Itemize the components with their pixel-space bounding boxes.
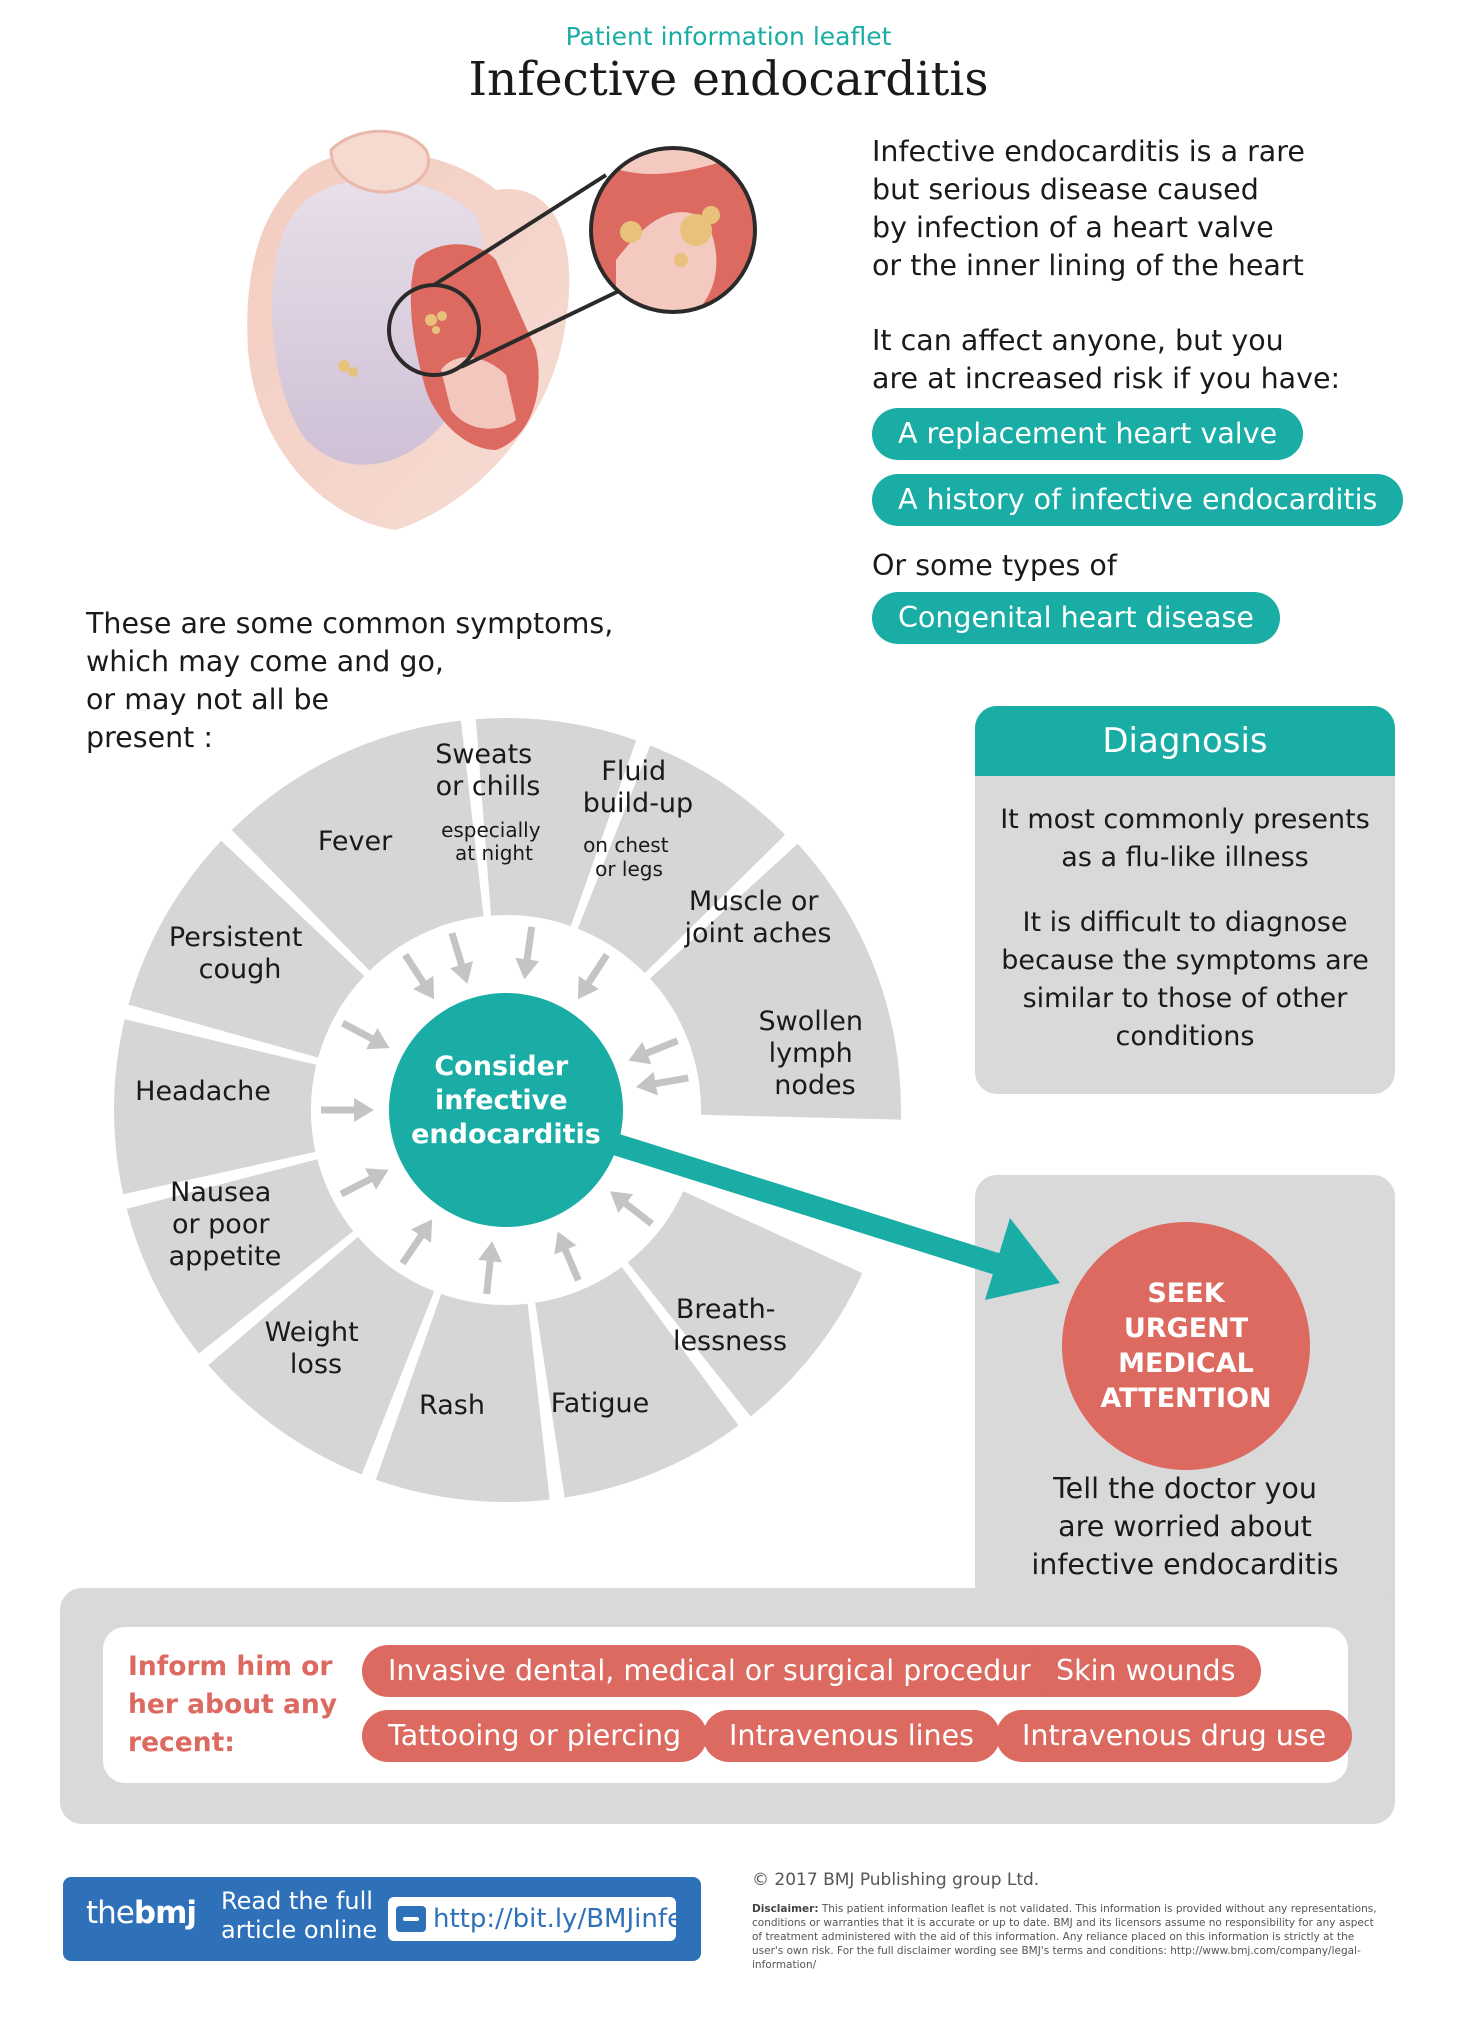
or-some-types-text: Or some types of: [872, 549, 1117, 582]
article-url[interactable]: http://bit.ly/BMJinfen: [433, 1904, 700, 1934]
inform-pill-skin-wounds: Skin wounds: [1030, 1645, 1262, 1697]
disclaimer-text: Disclaimer: This patient information lea…: [752, 1903, 1377, 1971]
copyright-text: © 2017 BMJ Publishing group Ltd.: [752, 1870, 1040, 1890]
urgent-line: ATTENTION: [1100, 1383, 1272, 1414]
symptoms-intro: These are some common symptoms, which ma…: [86, 605, 613, 757]
diagnosis-box: Diagnosis It most commonly presents as a…: [975, 706, 1395, 1094]
diagnosis-title: Diagnosis: [975, 706, 1395, 776]
segment-cough: [128, 840, 365, 1058]
segment-muscle: [577, 745, 786, 974]
intro-line: Infective endocarditis is a rare: [872, 135, 1305, 168]
arrow-icon: [365, 1168, 389, 1190]
arrow-icon: [554, 1231, 577, 1255]
heart-illustration: [247, 129, 757, 530]
intro-line: or the inner lining of the heart: [872, 249, 1304, 282]
leaflet-label: Patient information leaflet: [565, 22, 892, 51]
urgent-line: URGENT: [1123, 1313, 1249, 1344]
link-icon: [396, 1906, 426, 1932]
symptom-fever: Fever: [318, 826, 393, 857]
segment-swollen: [650, 843, 902, 1120]
arrow-icon: [610, 1191, 634, 1213]
inform-pill-iv-drug-use: Intravenous drug use: [996, 1710, 1353, 1762]
symptom-rash: Rash: [419, 1390, 485, 1421]
segment-weight-loss: [208, 1236, 435, 1475]
tell-doctor-text: Tell the doctor you are worried about in…: [1031, 1472, 1339, 1581]
symptom-sweats: Sweats or chills: [435, 739, 541, 802]
risk-line: are at increased risk if you have:: [872, 362, 1341, 395]
arrow-icon: [366, 1028, 390, 1050]
arrow-icon: [354, 1098, 374, 1122]
inform-label: Inform him or her about any recent:: [128, 1651, 337, 1758]
arrow-icon: [577, 976, 599, 1000]
inform-pill-procedures: Invasive dental, medical or surgical pro…: [362, 1645, 1089, 1697]
arrow-icon: [628, 1041, 652, 1065]
urgent-line: SEEK: [1147, 1278, 1225, 1309]
segment-fluid: [475, 718, 637, 927]
risk-pill-congenital: Congenital heart disease: [872, 592, 1280, 644]
inform-pill-iv-lines: Intravenous lines: [703, 1710, 1000, 1762]
urgent-line: MEDICAL: [1118, 1348, 1254, 1379]
segment-nausea: [126, 1159, 354, 1354]
symptoms-intro-line: present :: [86, 721, 213, 754]
segment-rash: [375, 1293, 550, 1503]
symptom-fluid: Fluid build-up: [583, 756, 693, 819]
risk-line: It can affect anyone, but you: [872, 324, 1284, 357]
symptoms-intro-line: These are some common symptoms,: [86, 607, 614, 640]
symptom-fatigue: Fatigue: [551, 1388, 650, 1419]
arrow-icon: [515, 957, 539, 980]
symptom-swollen: Swollen lymph nodes: [758, 1006, 871, 1101]
read-full-article-text: Read the full article online: [221, 1887, 378, 1944]
arrow-icon: [411, 1219, 433, 1243]
wheel-arrows: [321, 926, 689, 1295]
urgent-attention-circle: SEEK URGENT MEDICAL ATTENTION: [1062, 1222, 1310, 1470]
intro-line: but serious disease caused: [872, 173, 1259, 206]
symptom-headache: Headache: [135, 1076, 271, 1107]
symptom-weight: Weight loss: [265, 1317, 368, 1380]
symptom-muscle: Muscle or joint aches: [684, 886, 832, 949]
center-line: infective: [435, 1085, 568, 1116]
symptoms-intro-line: or may not all be: [86, 683, 330, 716]
symptom-cough: Persistent cough: [169, 922, 311, 985]
segment-fatigue: [535, 1267, 739, 1498]
diagnosis-para-1: It most commonly presents as a flu-like …: [1000, 804, 1370, 873]
risk-paragraph: It can affect anyone, but you are at inc…: [872, 322, 1340, 398]
segment-breathlessness: [627, 1191, 863, 1417]
center-line: Consider: [434, 1051, 569, 1082]
arrow-icon: [566, 1119, 1060, 1300]
symptom-fluid-note: on chest or legs: [583, 833, 675, 881]
symptom-nausea: Nausea or poor appetite: [169, 1177, 282, 1272]
arrow-icon: [450, 961, 473, 984]
risk-pill-history: A history of infective endocarditis: [872, 474, 1404, 526]
segment-headache: [113, 1019, 317, 1195]
arrow-icon: [413, 976, 435, 1000]
bmj-logo: thebmj: [86, 1895, 197, 1931]
arrow-icon: [636, 1071, 658, 1096]
symptom-sweats-note: especially at night: [441, 818, 547, 865]
segment-fever: [231, 743, 438, 971]
svg-text:Consider infective end: Consider infective endocarditis: [411, 1051, 601, 1150]
symptoms-intro-line: which may come and go,: [86, 645, 444, 678]
diagnosis-para-2: It is difficult to diagnose because the …: [1001, 907, 1369, 1052]
center-circle: [389, 993, 623, 1227]
wheel-segments: [113, 718, 902, 1503]
inform-pill-tattooing: Tattooing or piercing: [362, 1710, 708, 1762]
risk-pill-valve: A replacement heart valve: [872, 408, 1304, 460]
arrow-icon: [478, 1241, 502, 1263]
article-link[interactable]: http://bit.ly/BMJinfen: [388, 1897, 699, 1941]
symptom-breath: Breath- lessness: [673, 1294, 787, 1357]
page-title: Infective endocarditis: [468, 52, 989, 107]
intro-paragraph: Infective endocarditis is a rare but ser…: [872, 133, 1305, 285]
center-line: endocarditis: [411, 1119, 601, 1150]
intro-line: by infection of a heart valve: [872, 211, 1274, 244]
